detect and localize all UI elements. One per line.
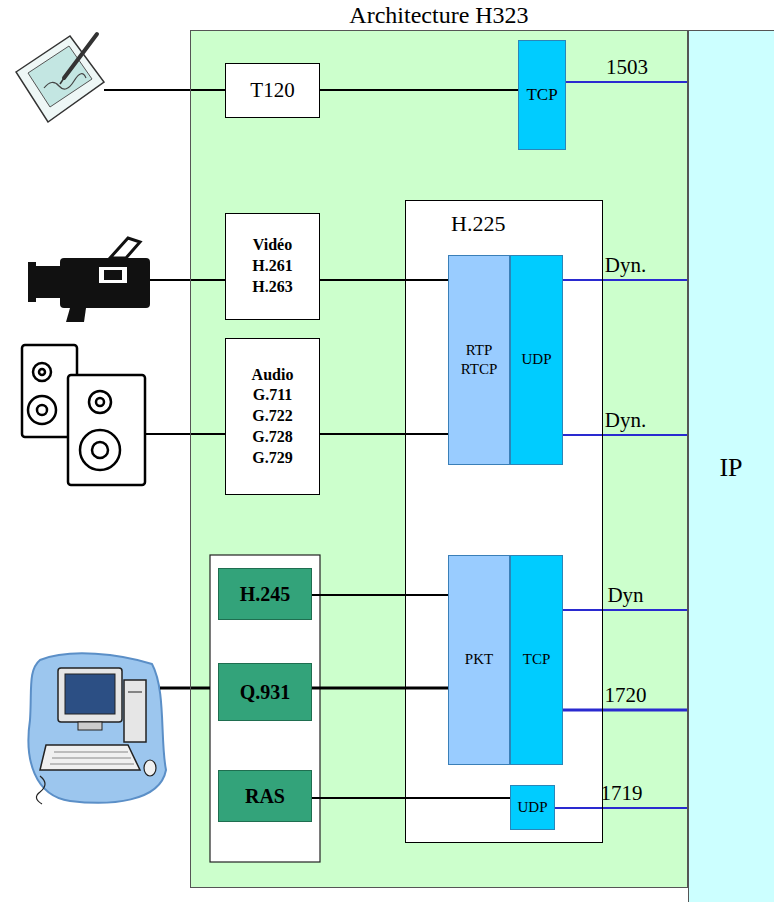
- box-label: H.245: [240, 583, 291, 606]
- ip-layer: IP: [688, 30, 774, 902]
- box-label: RTP RTCP: [461, 341, 498, 380]
- packet-box: PKT: [448, 555, 510, 765]
- signalling-box: Q.931: [218, 663, 312, 721]
- connector-line: [312, 687, 448, 690]
- port-number: 1720: [605, 684, 647, 707]
- signalling-box: H.245: [218, 568, 312, 620]
- box-label: UDP: [521, 351, 551, 368]
- box-label: RAS: [245, 785, 285, 808]
- box-label: Q.931: [240, 681, 291, 704]
- codec-box: Vidéo H.261 H.263: [225, 213, 320, 320]
- codec-box: Audio G.711 G.722 G.728 G.729: [225, 338, 320, 495]
- box-label: TCP: [526, 85, 557, 105]
- signalling-group-box: [210, 555, 320, 862]
- box-label: UDP: [517, 799, 547, 816]
- tablet-icon: [16, 34, 104, 122]
- frame-heading: H.225: [406, 201, 602, 236]
- box-label: IP: [719, 453, 742, 483]
- camera-wire: [150, 279, 225, 281]
- computer-icon: [28, 653, 166, 804]
- connector-line: [320, 433, 448, 435]
- architecture-frame: Architecture H323T120TCPVidéo H.261 H.26…: [190, 30, 688, 888]
- camera-icon: [28, 238, 150, 322]
- speaker-wire: [145, 433, 225, 435]
- port-number: Dyn: [607, 584, 643, 607]
- rtp-box: RTP RTCP: [448, 255, 510, 465]
- port-label-holder: 1503: [606, 56, 648, 79]
- transport-box: UDP: [510, 255, 563, 465]
- port-label-holder: 1719: [601, 782, 643, 805]
- protocol-box: T120: [225, 63, 320, 118]
- box-label: TCP: [523, 651, 551, 668]
- connector-line: [312, 594, 448, 596]
- port-label-holder: Dyn: [607, 584, 643, 607]
- connector-line: [563, 709, 688, 712]
- connector-line: [566, 81, 688, 83]
- transport-box: TCP: [518, 40, 566, 150]
- port-label-holder: Dyn.: [605, 409, 646, 432]
- h225-frame: H.225RTP RTCP UDP PKT TCP UDP: [405, 200, 603, 843]
- port-number: Dyn.: [605, 254, 646, 277]
- box-label: Audio G.711 G.722 G.728 G.729: [252, 365, 294, 469]
- connector-line: [555, 807, 688, 809]
- region-fill: [688, 30, 774, 902]
- signalling-box: RAS: [218, 770, 312, 822]
- port-label-holder: Dyn.: [605, 254, 646, 277]
- connector-line: [563, 609, 688, 611]
- connector-line: [320, 279, 448, 281]
- transport-box: TCP: [510, 555, 563, 765]
- connector-line: [563, 279, 688, 281]
- port-label-holder: 1720: [605, 684, 647, 707]
- connector-line: [563, 434, 688, 436]
- port-number: Dyn.: [605, 409, 646, 432]
- transport-box: UDP: [510, 785, 555, 830]
- frame-heading: Architecture H323: [191, 2, 687, 28]
- box-label: Vidéo H.261 H.263: [252, 235, 292, 297]
- connector-line: [320, 89, 518, 91]
- computer-wire: [160, 687, 210, 690]
- port-number: 1503: [606, 56, 648, 79]
- speakers-icon: [22, 345, 145, 485]
- region-fill: [190, 30, 688, 888]
- region-fill: [405, 200, 603, 843]
- port-number: 1719: [601, 782, 643, 805]
- box-label: PKT: [465, 651, 493, 668]
- box-label: T120: [250, 78, 294, 102]
- connector-line: [312, 797, 510, 799]
- tablet-wire: [104, 89, 225, 91]
